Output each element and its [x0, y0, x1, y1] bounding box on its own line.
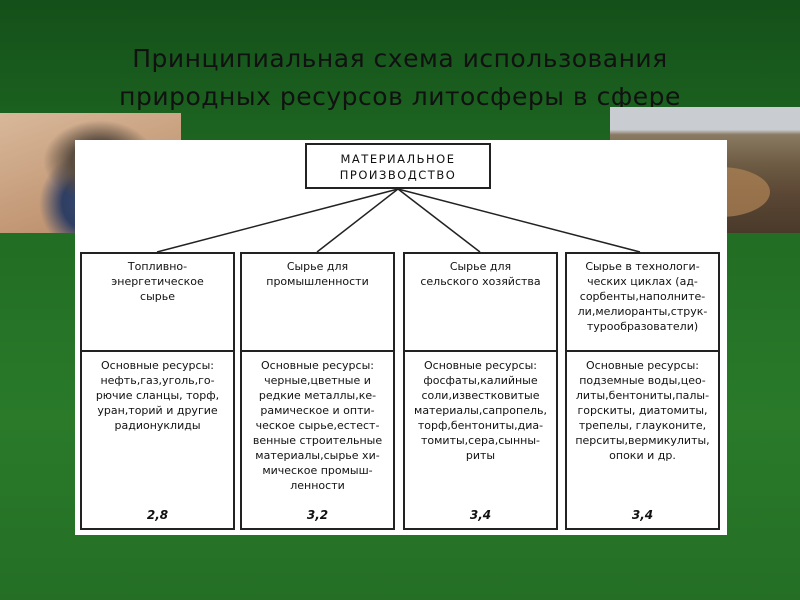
- column-fuel-energy: Топливно- энергетическое сырье Основные …: [80, 252, 235, 530]
- column-value: 3,2: [306, 508, 329, 522]
- column-value: 3,4: [631, 508, 654, 522]
- column-body: Основные ресурсы: черные,цветные и редки…: [252, 359, 383, 492]
- column-header: Сырье для промышленности: [242, 254, 393, 352]
- root-box-material-production: МАТЕРИАЛЬНОЕ ПРОИЗВОДСТВО: [305, 143, 491, 189]
- column-header: Сырье в технологи- ческих циклах (ад- со…: [567, 254, 718, 352]
- column-header: Сырье для сельского хозяйства: [405, 254, 556, 352]
- connector-lines: [156, 188, 641, 253]
- column-technological-cycles: Сырье в технологи- ческих циклах (ад- со…: [565, 252, 720, 530]
- column-header: Топливно- энергетическое сырье: [82, 254, 233, 352]
- column-agriculture: Сырье для сельского хозяйства Основные р…: [403, 252, 558, 530]
- resource-diagram: МАТЕРИАЛЬНОЕ ПРОИЗВОДСТВО Топливно- энер…: [75, 140, 727, 535]
- column-body: Основные ресурсы: нефть,газ,уголь,го- рю…: [95, 359, 220, 432]
- column-industry: Сырье для промышленности Основные ресурс…: [240, 252, 395, 530]
- column-body: Основные ресурсы: фосфаты,калийные соли,…: [414, 359, 547, 462]
- column-body: Основные ресурсы: подземные воды,цео- ли…: [575, 359, 710, 462]
- column-value: 3,4: [469, 508, 492, 522]
- slide-title: Принципиальная схема использования приро…: [119, 44, 681, 111]
- column-value: 2,8: [146, 508, 169, 522]
